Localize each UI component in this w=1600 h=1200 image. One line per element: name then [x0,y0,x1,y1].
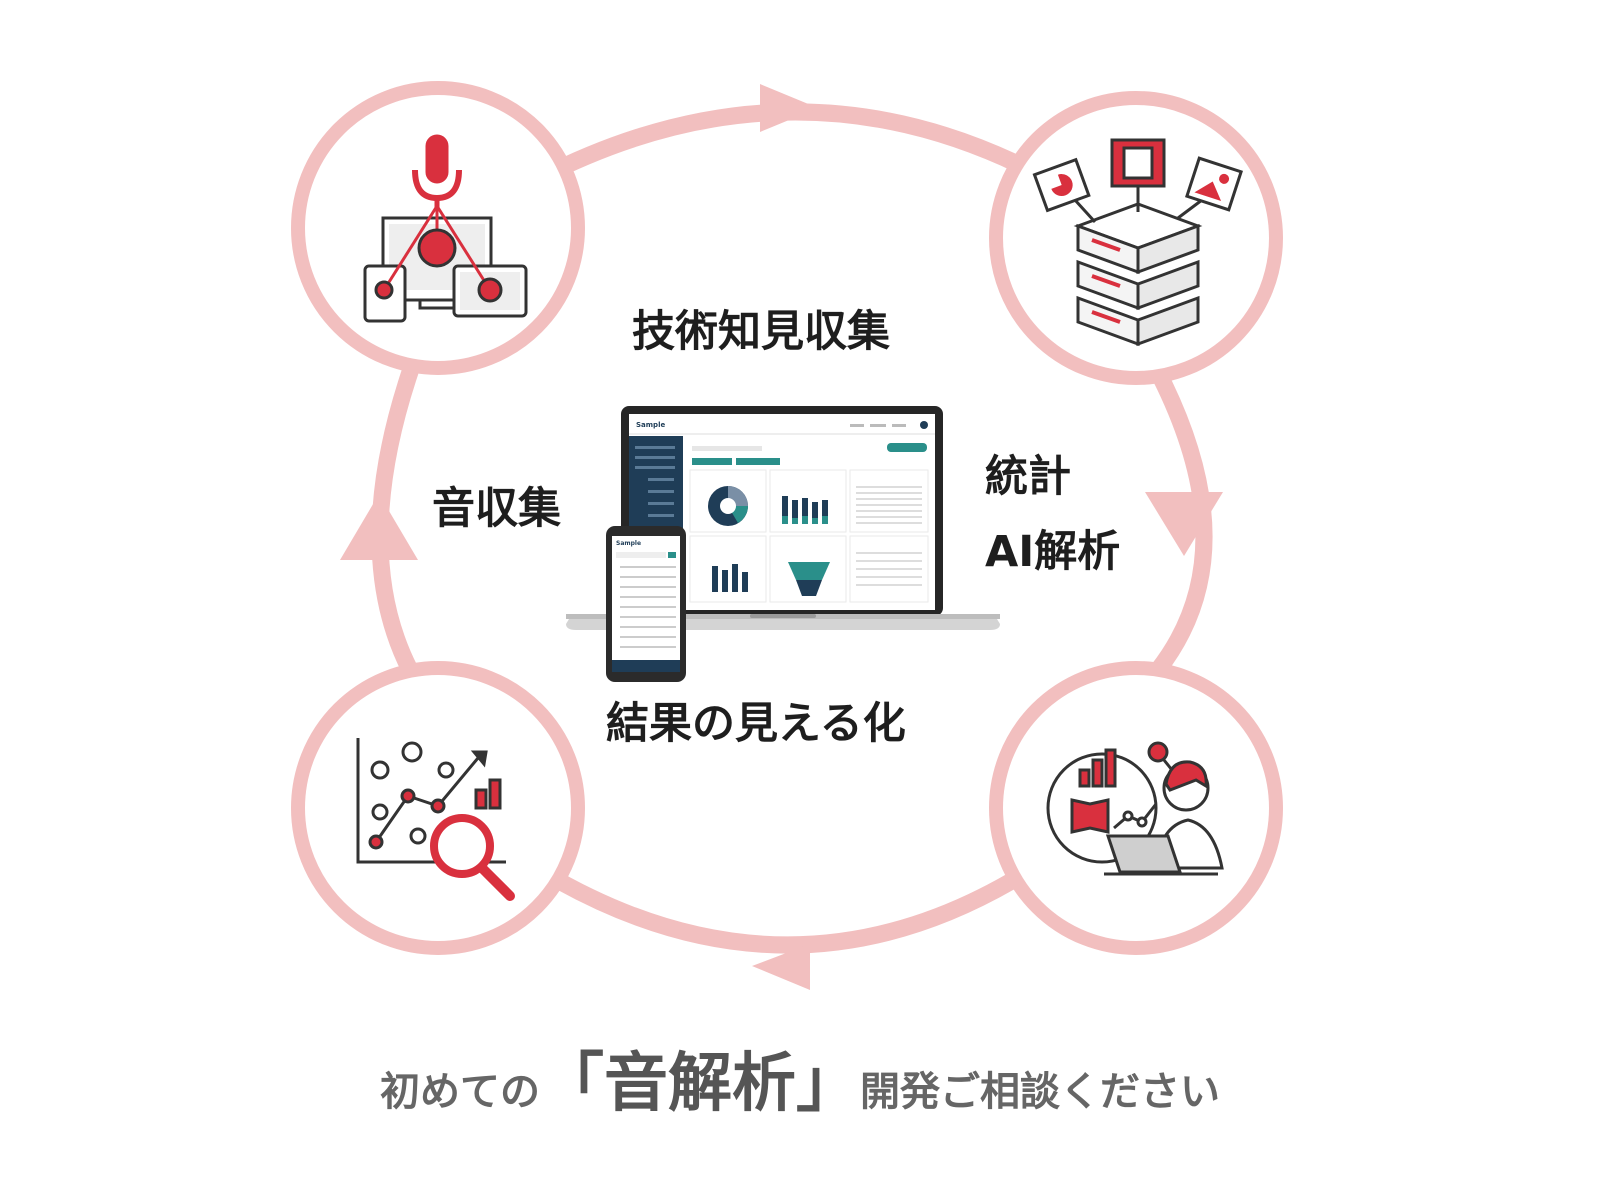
arrow-up-icon [340,494,418,560]
person-laptop-analysis-icon [1046,741,1224,876]
arc-bottom [531,861,1039,954]
microphone-devices-icon [363,134,528,323]
server-documents-icon [1032,138,1243,347]
tagline-prefix: 初めての [380,1069,540,1115]
tagline: 初めての「音解析」開発ご相談ください [0,1032,1600,1124]
label-technical-knowledge: 技術知見収集 [632,307,890,357]
arrow-down-icon [1145,492,1223,556]
arc-right [1149,363,1213,679]
label-statistics: 統計 [985,452,1071,502]
laptop-mockup: Sample [566,406,1000,630]
phone-mockup: Sample [606,526,686,682]
label-visualization: 結果の見える化 [606,699,906,749]
tagline-emphasis: 「音解析」 [540,1047,860,1121]
arrow-right-icon [760,84,818,132]
tagline-suffix: 開発ご相談ください [860,1069,1220,1115]
arc-top [531,103,1039,187]
laptop-brand: Sample [636,421,665,429]
scatter-magnifier-icon [356,738,515,901]
arrow-left-icon [752,944,810,990]
label-sound-collection: 音収集 [432,484,561,534]
phone-brand: Sample [616,540,641,547]
label-ai-analysis: AI解析 [985,527,1121,577]
